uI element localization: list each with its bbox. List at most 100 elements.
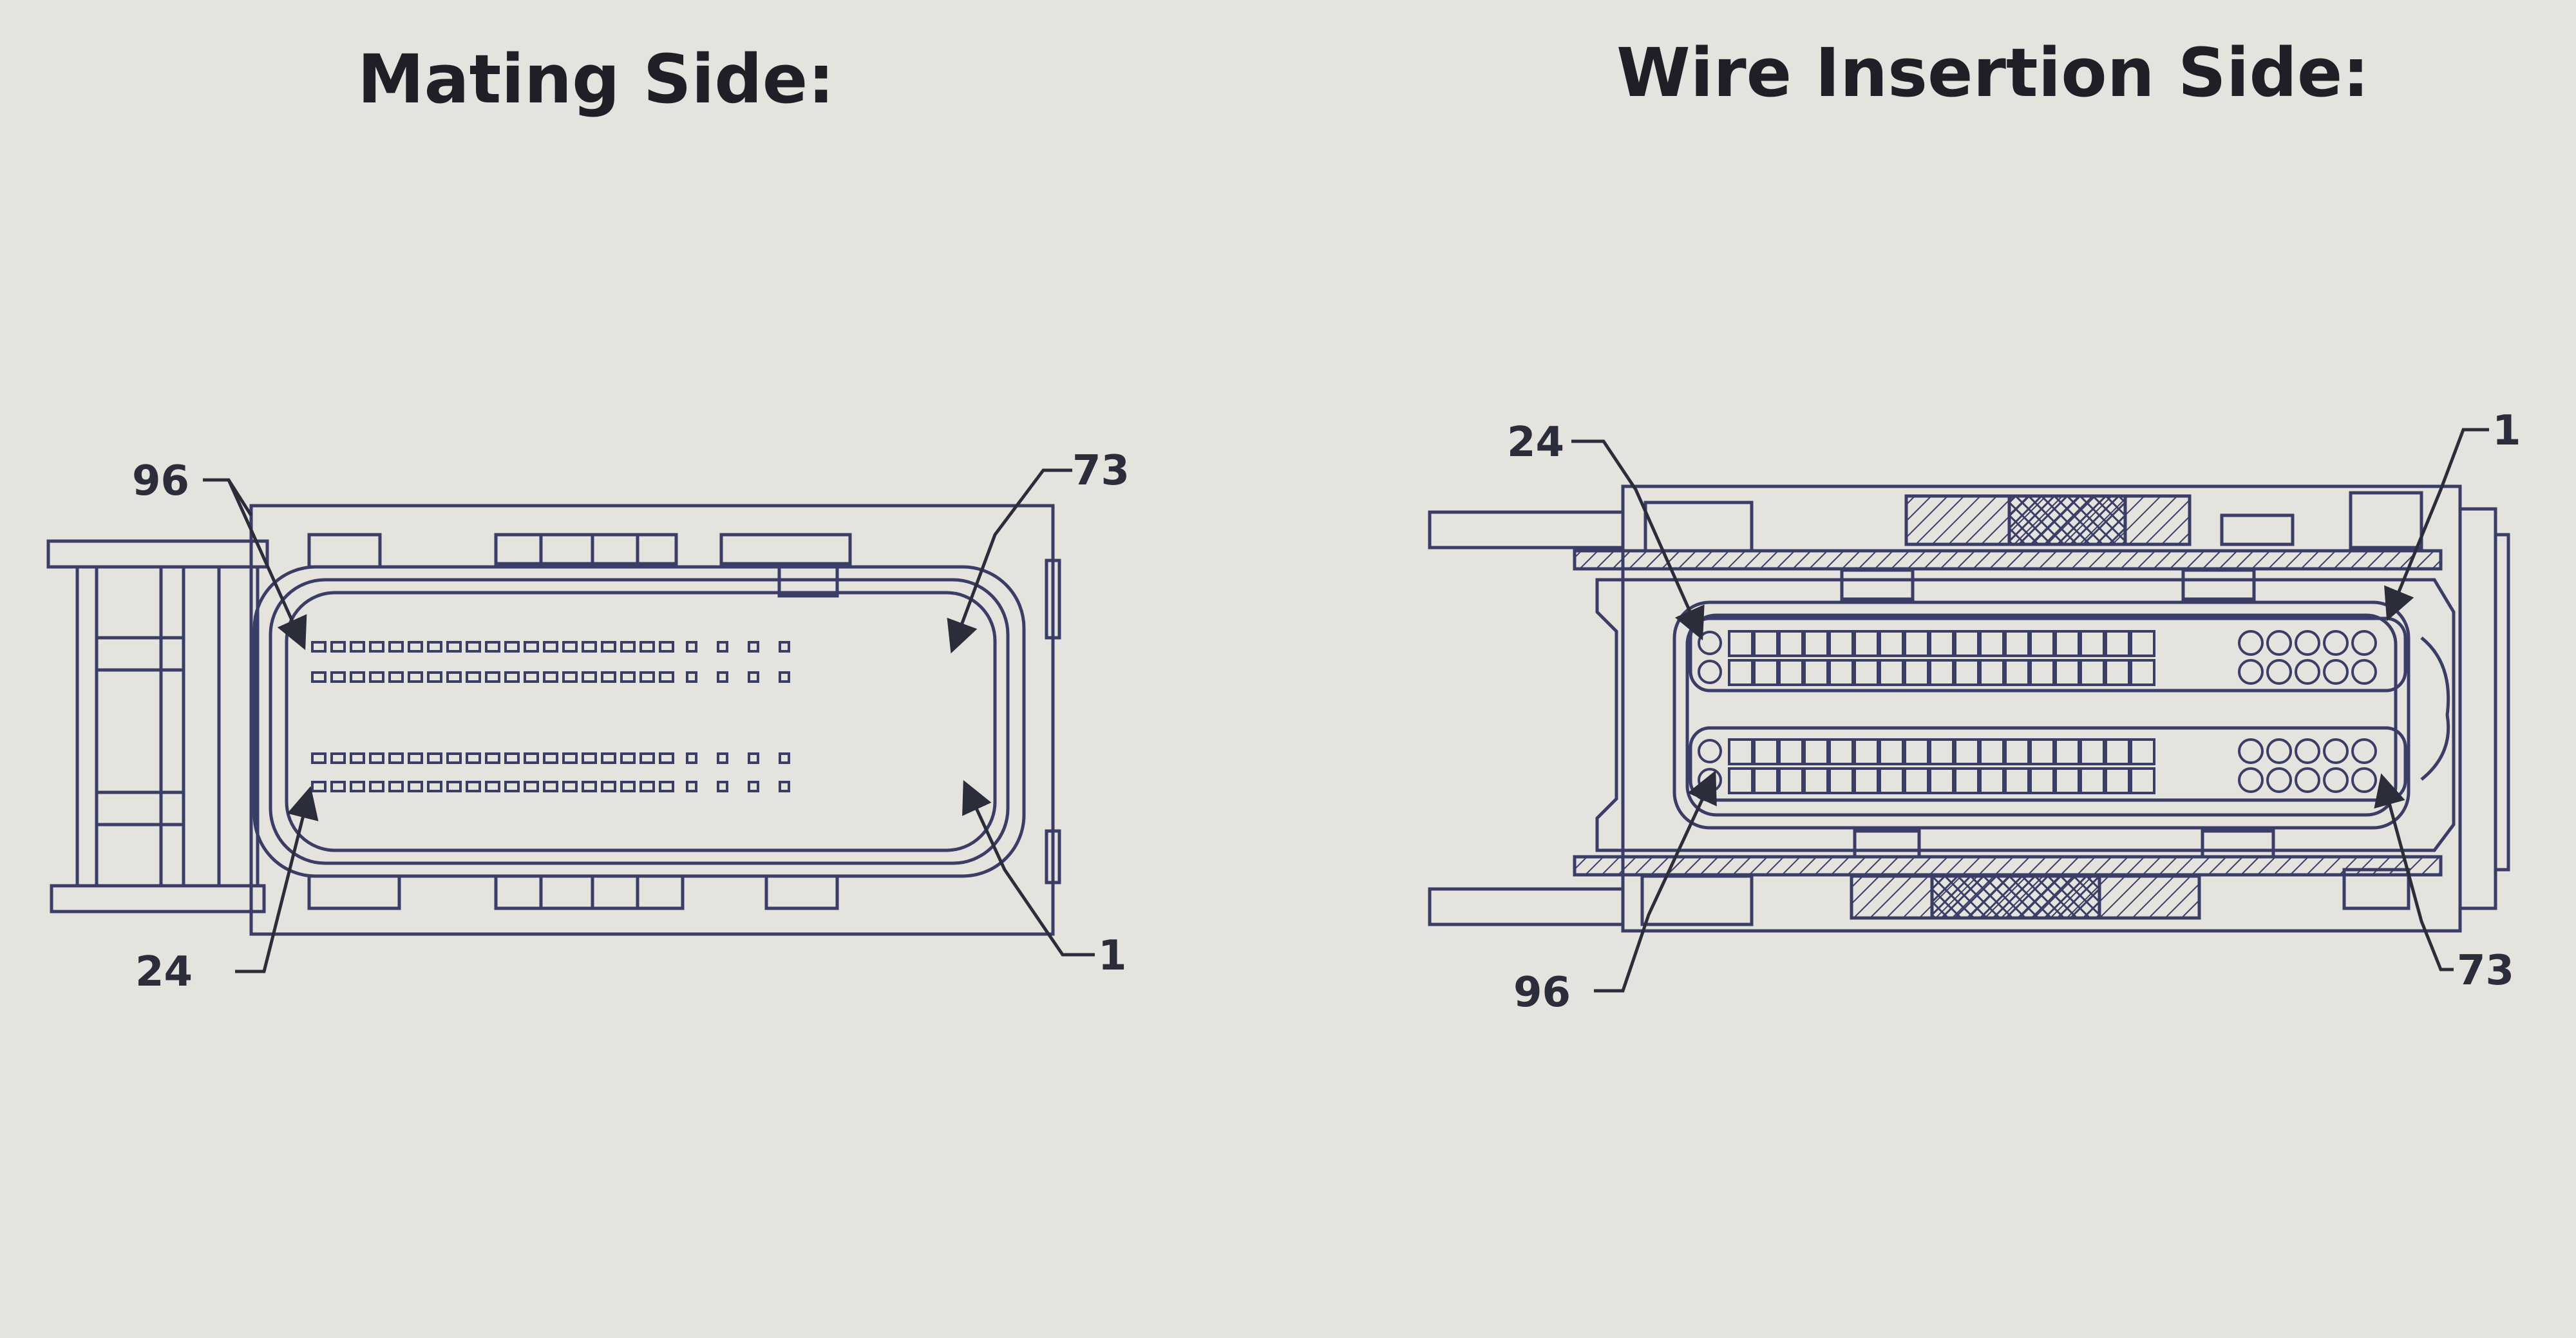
wire-cavity-rect <box>1778 659 1804 686</box>
mating-pin <box>350 671 365 683</box>
wire-cavity-rect <box>1853 659 1879 686</box>
wire-cavity-rect <box>1954 659 1980 686</box>
mating-pin <box>543 671 558 683</box>
wire-cavity-round <box>2323 659 2349 685</box>
mating-pin <box>350 781 365 792</box>
wire-cavity-rect <box>1979 630 2005 657</box>
mating-pin <box>686 641 697 653</box>
mating-pin <box>369 671 384 683</box>
mating-pin <box>639 781 655 792</box>
wire-cavity-rect <box>1728 630 1754 657</box>
mating-pin <box>446 752 462 764</box>
mating-pin <box>748 641 759 653</box>
mating-pin <box>543 752 558 764</box>
wire-cavity-rect <box>1904 630 1929 657</box>
mating-pin <box>659 641 674 653</box>
wire-label-24: 24 <box>1507 419 1564 466</box>
wire-cavity-rect <box>1778 738 1804 765</box>
wire-cavity-rect <box>1828 630 1854 657</box>
mating-pin <box>427 641 442 653</box>
mating-pin <box>562 752 578 764</box>
latch-body <box>75 565 260 888</box>
wire-cavity-rect <box>1803 767 1829 794</box>
wire-cavity-rect <box>1979 659 2005 686</box>
mating-pin <box>311 752 327 764</box>
wire-cavity-rect <box>2130 659 2155 686</box>
wire-insertion-side-title: Wire Insertion Side: <box>1616 33 2370 112</box>
mating-pin <box>446 641 462 653</box>
mating-pin <box>659 671 674 683</box>
mating-pin <box>717 781 728 792</box>
wire-cavity-rect <box>1979 767 2005 794</box>
wire-cavity-rect <box>1753 659 1779 686</box>
wire-cavity-rect <box>2029 738 2055 765</box>
latch-bottom-flange <box>50 884 266 913</box>
wire-cavity-round <box>2351 738 2377 764</box>
wire-cavity-round <box>2351 659 2377 685</box>
wire-cavity-rect <box>1828 738 1854 765</box>
mating-pin <box>446 781 462 792</box>
wire-cavity-round <box>2238 767 2264 793</box>
wire-cavity-rect <box>1778 767 1804 794</box>
mating-pin <box>717 671 728 683</box>
wire-cavity-round <box>2351 767 2377 793</box>
wire-cavity-rect <box>1904 767 1929 794</box>
wire-cavity-rect <box>1728 738 1754 765</box>
mating-pin <box>330 671 346 683</box>
wire-label-1: 1 <box>2492 407 2521 455</box>
mating-pin <box>562 781 578 792</box>
mating-pin <box>779 641 790 653</box>
mating-pin <box>779 752 790 764</box>
wire-cavity-rect <box>1853 738 1879 765</box>
wire-label-96: 96 <box>1513 969 1571 1017</box>
wire-cavity-rect <box>2105 738 2130 765</box>
lower-cavity-block <box>1689 726 2407 802</box>
mating-pin <box>582 671 597 683</box>
wire-cavity-rect <box>2029 767 2055 794</box>
mating-pin <box>748 781 759 792</box>
wire-cavity-rect <box>1954 630 1980 657</box>
mating-pin <box>659 752 674 764</box>
wire-cavity-rect <box>2054 630 2080 657</box>
mating-pin <box>485 671 500 683</box>
mating-pin <box>330 781 346 792</box>
wire-cavity-rect <box>1828 767 1854 794</box>
mating-pin <box>779 671 790 683</box>
mating-pin <box>388 671 404 683</box>
wire-cavity-rect <box>1753 738 1779 765</box>
wire-cavity-rect <box>1904 659 1929 686</box>
wire-cavity-rect <box>1979 738 2005 765</box>
wire-cavity-round <box>1698 631 1722 655</box>
wire-cavity-round <box>2295 659 2320 685</box>
mating-pin <box>582 781 597 792</box>
wire-cavity-rect <box>1929 659 1955 686</box>
mating-pin <box>388 781 404 792</box>
wire-cavity-rect <box>2105 767 2130 794</box>
mating-pin <box>686 781 697 792</box>
wire-cavity-rect <box>2054 738 2080 765</box>
mating-pin <box>369 641 384 653</box>
wire-cavity-rect <box>2130 630 2155 657</box>
mating-pin <box>562 671 578 683</box>
mating-pin <box>601 671 616 683</box>
mating-pin <box>388 641 404 653</box>
wire-cavity-rect <box>2079 767 2105 794</box>
wire-cavity-rect <box>2079 659 2105 686</box>
mating-pin <box>686 752 697 764</box>
wire-cavity-rect <box>1753 767 1779 794</box>
wire-cavity-rect <box>1879 767 1904 794</box>
mating-pin <box>620 641 636 653</box>
mating-pin <box>369 781 384 792</box>
wire-cavity-rect <box>1803 738 1829 765</box>
wire-cavity-rect <box>1904 738 1929 765</box>
wire-cavity-rect <box>2029 659 2055 686</box>
mating-pin <box>717 641 728 653</box>
wire-cavity-rect <box>1728 659 1754 686</box>
mating-pin <box>504 641 520 653</box>
wire-cavity-rect <box>2004 630 2030 657</box>
wire-cavity-rect <box>1753 630 1779 657</box>
wire-cavity-round <box>1698 660 1722 684</box>
mating-pin <box>427 671 442 683</box>
mating-pin <box>350 752 365 764</box>
